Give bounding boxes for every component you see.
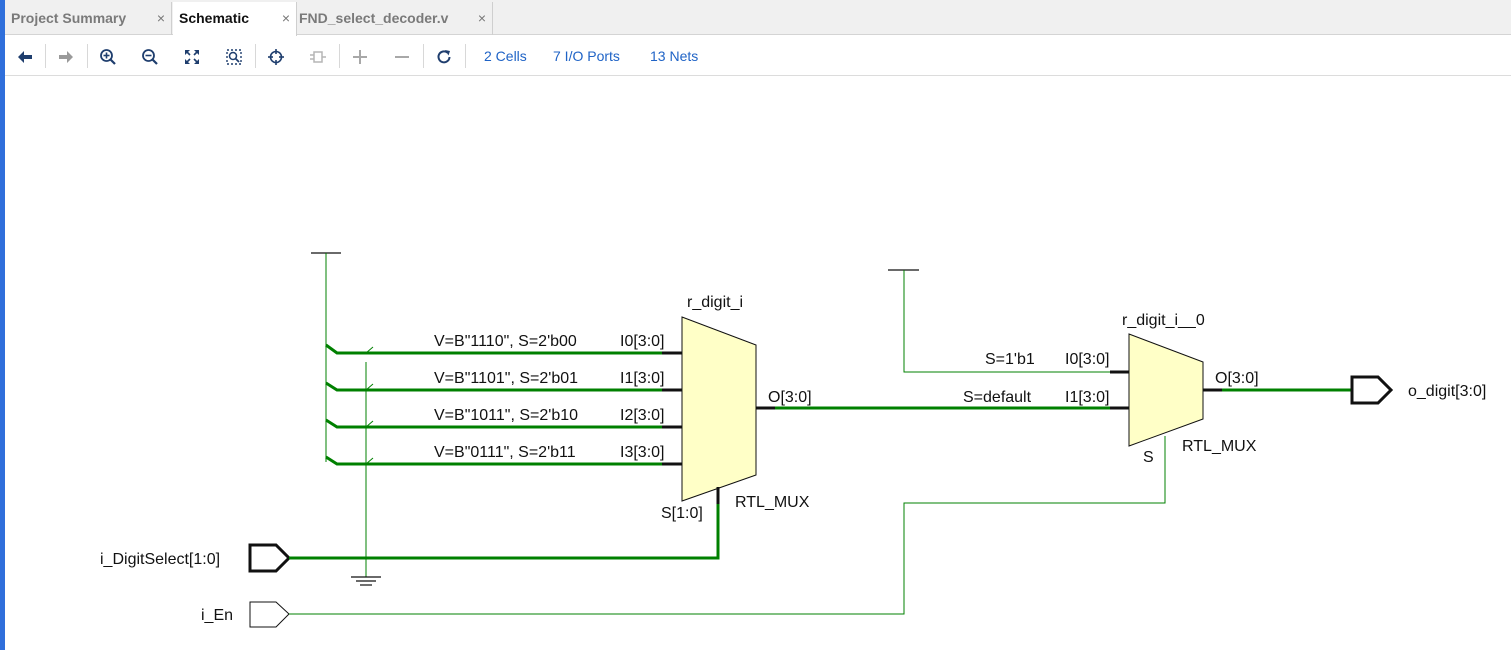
toolbar-separator xyxy=(339,44,340,68)
schematic-toolbar: 2 Cells 7 I/O Ports 13 Nets xyxy=(5,36,1511,76)
net-i-en[interactable] xyxy=(289,436,1166,615)
mux2-input-label-i0: S=1'b1 xyxy=(985,351,1035,368)
port-label-i-en: i_En xyxy=(201,607,233,624)
left-edge-bar xyxy=(0,0,5,650)
vcc-symbol xyxy=(311,252,341,462)
forward-arrow-icon[interactable] xyxy=(55,46,77,68)
tab-label: Schematic xyxy=(179,10,250,26)
toolbar-separator xyxy=(45,44,46,68)
mux1-output-pin: O[3:0] xyxy=(768,389,812,406)
nets-count-link[interactable]: 13 Nets xyxy=(650,48,699,64)
const-label-i1: V=B"1101", S=2'b01 xyxy=(434,370,578,387)
tab-label: Project Summary xyxy=(11,10,127,26)
mux1-select-pin: S[1:0] xyxy=(661,505,703,522)
toolbar-separator xyxy=(255,44,256,68)
output-port-o-digit[interactable] xyxy=(1350,375,1394,405)
schematic-canvas[interactable]: r_digit_i RTL_MUX O[3:0] S[1:0] I0[3:0] … xyxy=(5,77,1511,650)
toolbar-separator xyxy=(87,44,88,68)
zoom-fit-icon[interactable] xyxy=(181,46,203,68)
zoom-area-icon[interactable] xyxy=(223,46,245,68)
ground-symbol xyxy=(351,362,381,586)
mux2-type-label: RTL_MUX xyxy=(1182,438,1257,455)
toolbar-separator xyxy=(423,44,424,68)
input-port-i-digitselect[interactable] xyxy=(248,543,292,573)
input-port-i-en[interactable] xyxy=(249,601,290,628)
const-label-i0: V=B"1110", S=2'b00 xyxy=(434,333,577,350)
tab-bar: Project Summary × Schematic × FND_select… xyxy=(5,0,1511,36)
mux2-instance-name: r_digit_i__0 xyxy=(1122,312,1205,329)
mux2-pin-i1: I1[3:0] xyxy=(1065,389,1109,406)
close-icon[interactable]: × xyxy=(156,10,165,26)
port-label-i-digitselect: i_DigitSelect[1:0] xyxy=(100,551,220,568)
tab-schematic[interactable]: Schematic × xyxy=(173,2,297,36)
cells-count-link[interactable]: 2 Cells xyxy=(484,48,527,64)
refresh-icon[interactable] xyxy=(433,46,455,68)
mux1-pin-i0: I0[3:0] xyxy=(620,333,664,350)
port-label-o-digit: o_digit[3:0] xyxy=(1408,383,1486,400)
mux2-select-pin: S xyxy=(1143,449,1154,466)
collapse-minus-icon[interactable] xyxy=(391,46,413,68)
zoom-out-icon[interactable] xyxy=(139,46,161,68)
const-input-nets xyxy=(325,343,679,466)
tab-label: FND_select_decoder.v xyxy=(299,10,449,26)
net-i-digitselect[interactable] xyxy=(289,504,720,560)
io-ports-count-link[interactable]: 7 I/O Ports xyxy=(553,48,620,64)
back-arrow-icon[interactable] xyxy=(14,46,36,68)
const-label-i2: V=B"1011", S=2'b10 xyxy=(434,407,578,424)
zoom-in-icon[interactable] xyxy=(97,46,119,68)
mux-r-digit-i-0[interactable] xyxy=(1110,333,1222,447)
mux2-pin-i0: I0[3:0] xyxy=(1065,351,1109,368)
mux1-pin-i3: I3[3:0] xyxy=(620,444,664,461)
vcc-symbol xyxy=(888,269,1110,373)
expand-plus-icon[interactable] xyxy=(349,46,371,68)
tab-fnd-select-decoder[interactable]: FND_select_decoder.v × xyxy=(293,2,493,35)
cell-icon[interactable] xyxy=(307,46,329,68)
close-icon[interactable]: × xyxy=(281,10,290,26)
close-icon[interactable]: × xyxy=(477,10,486,26)
const-label-i3: V=B"0111", S=2'b11 xyxy=(434,444,576,461)
mux1-type-label: RTL_MUX xyxy=(735,494,810,511)
toolbar-separator xyxy=(465,44,466,68)
locate-icon[interactable] xyxy=(265,46,287,68)
mux1-pin-i1: I1[3:0] xyxy=(620,370,664,387)
mux2-output-pin: O[3:0] xyxy=(1215,370,1259,387)
mux-r-digit-i[interactable] xyxy=(662,316,775,504)
mux1-pin-i2: I2[3:0] xyxy=(620,407,664,424)
mux2-input-label-i1: S=default xyxy=(963,389,1032,406)
mux1-instance-name: r_digit_i xyxy=(687,294,743,311)
tab-project-summary[interactable]: Project Summary × xyxy=(5,2,172,35)
